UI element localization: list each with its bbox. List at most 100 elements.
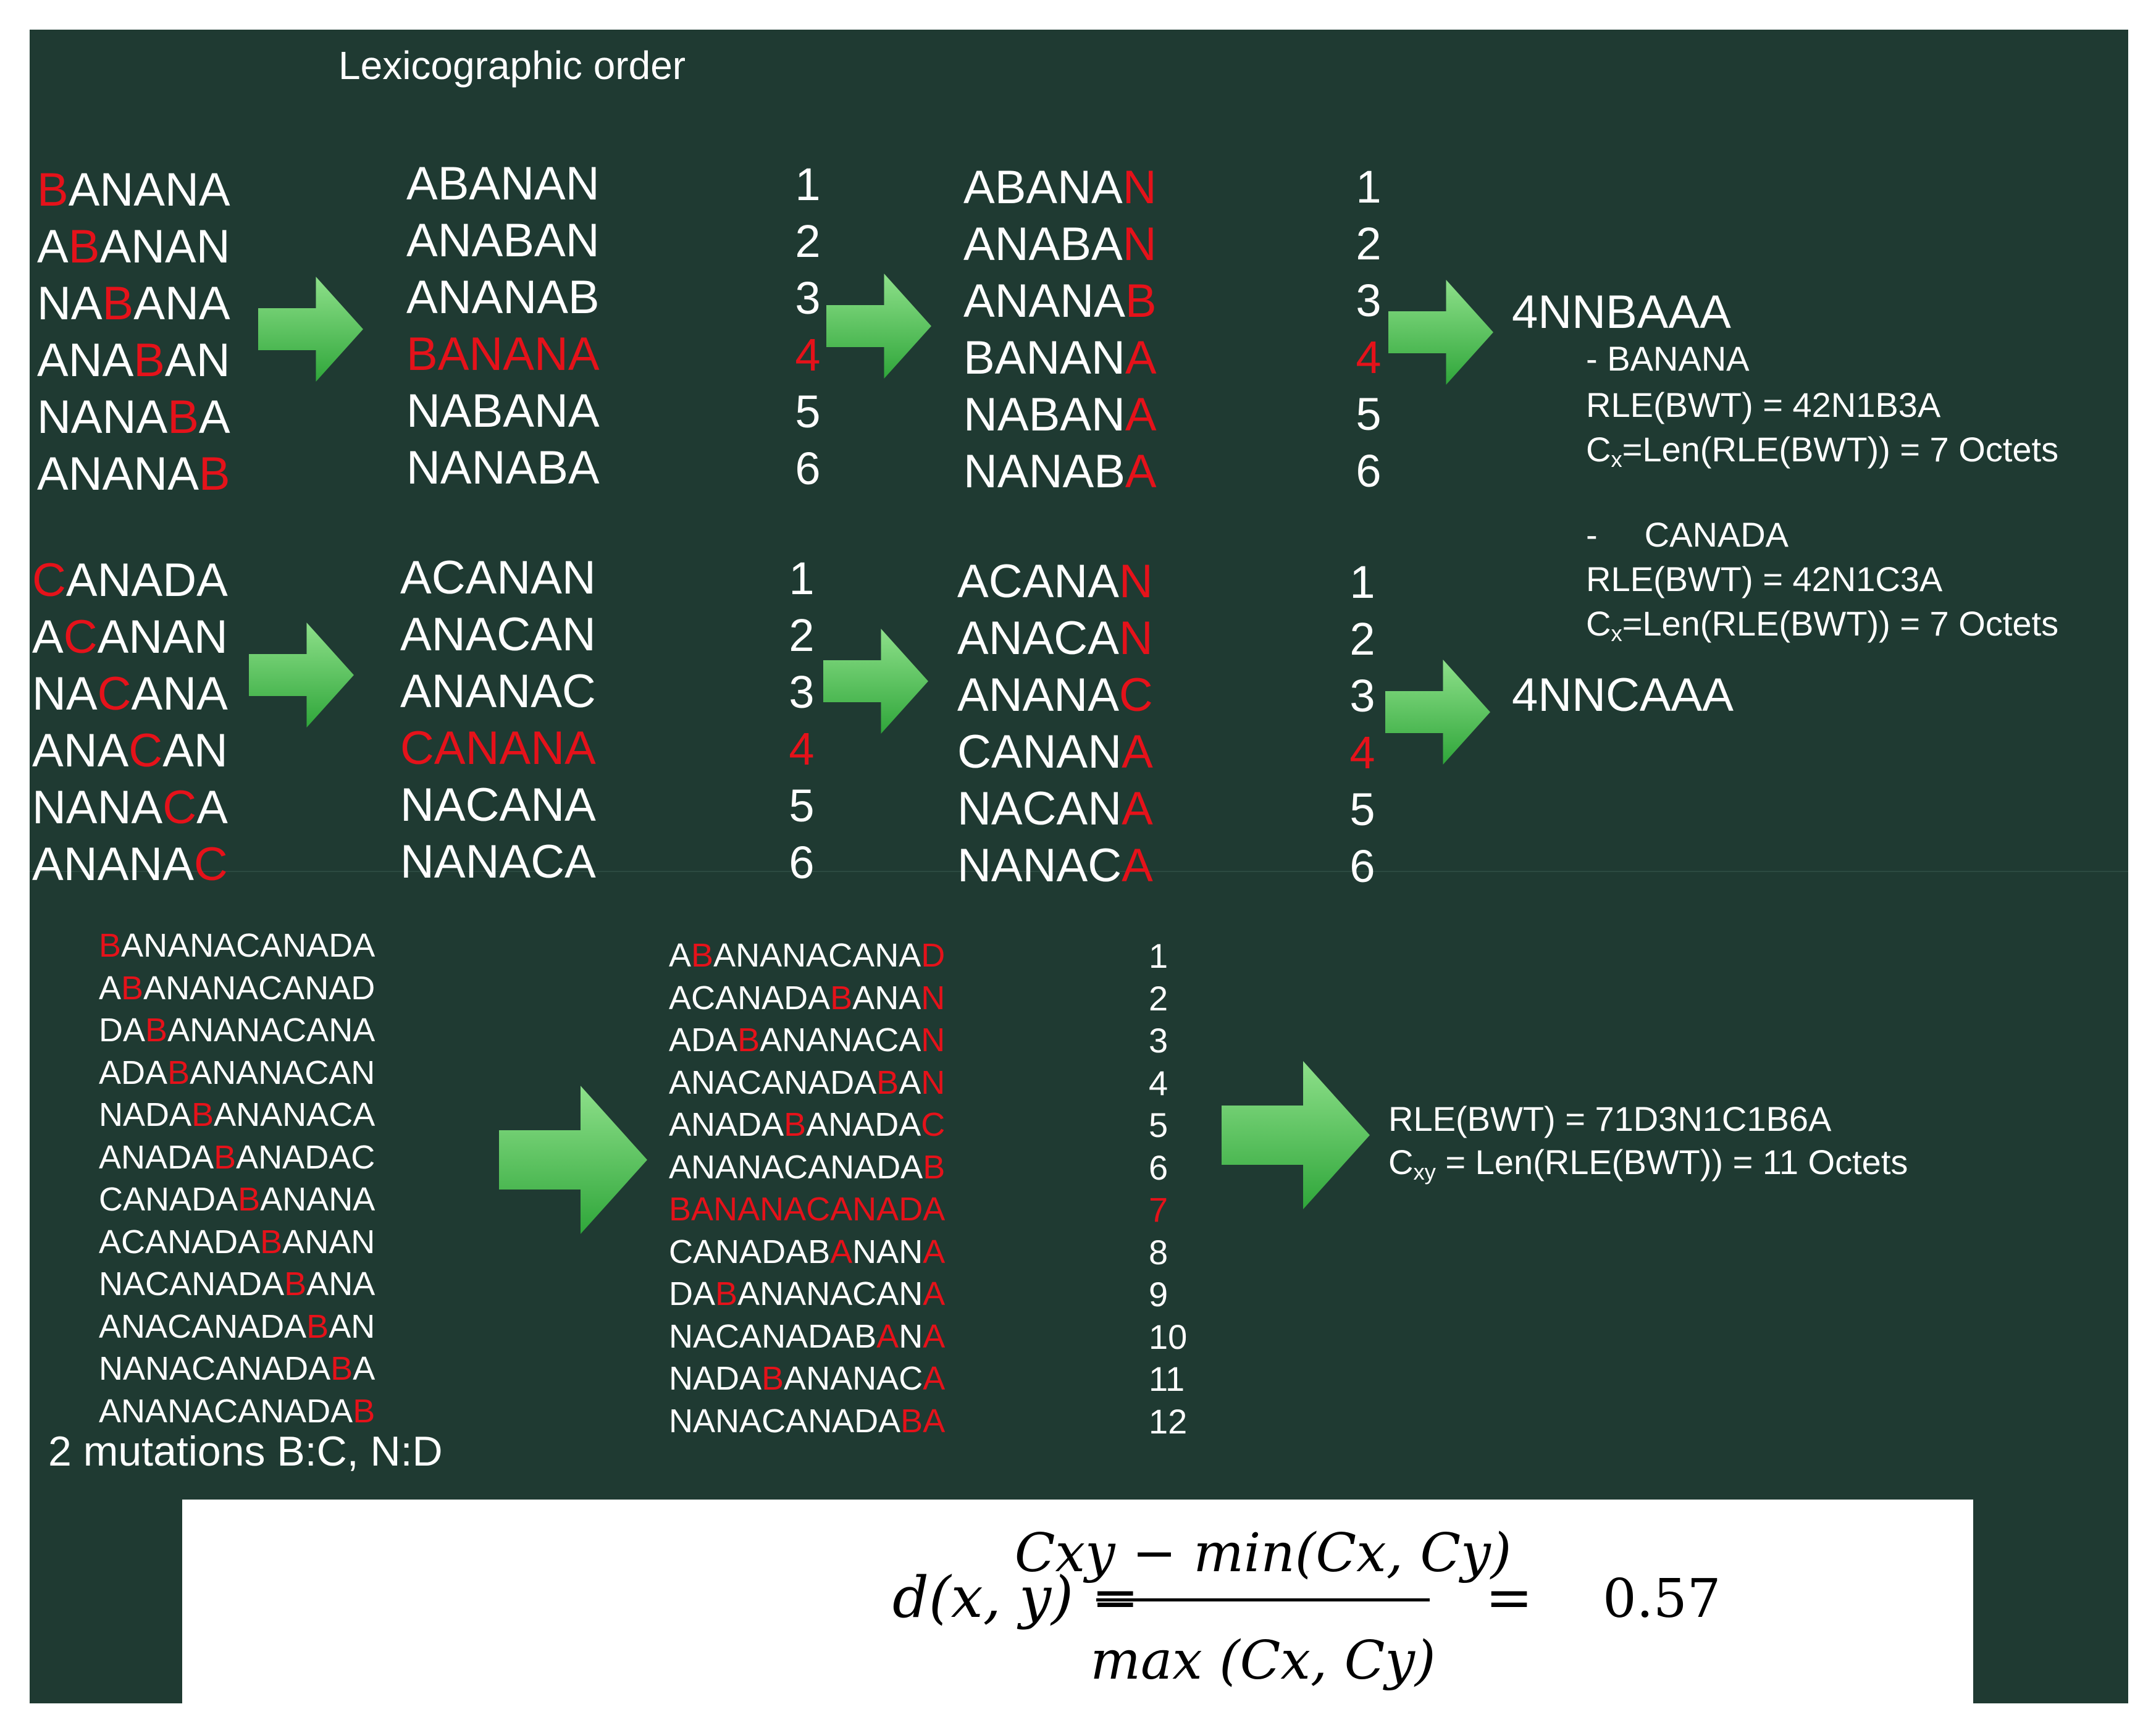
right-arrow-icon: [823, 629, 928, 734]
formula-denominator: max (Cx, Cy): [1090, 1630, 1435, 1692]
rotation-word: NANACA: [32, 781, 228, 834]
mutations-note: 2 mutations B:C, N:D: [48, 1428, 443, 1475]
row-index: 5: [1349, 784, 1375, 835]
rotation-word: ANADABANADAC: [99, 1138, 375, 1176]
row-index: 1: [795, 159, 821, 210]
bwt-word: ANADABANADAC: [669, 1106, 946, 1143]
rotation-word: ANANACANADAB: [99, 1392, 375, 1430]
sorted-word: CANANA: [400, 722, 596, 774]
rotation-word: NACANADABANA: [99, 1265, 375, 1303]
rotation-word: ABANAN: [37, 220, 230, 273]
rotation-word: CANADABANANA: [99, 1181, 375, 1218]
row-index: 3: [789, 666, 815, 718]
bwt-word: BANANACANADA: [669, 1191, 946, 1228]
rotation-word: NACANA: [32, 668, 228, 720]
right-arrow-icon: [499, 1086, 647, 1234]
right-arrow-icon: [826, 274, 931, 379]
bwt-word: NABANA: [963, 388, 1157, 441]
bwt-word: ABANAN: [963, 161, 1157, 214]
row-index: 11: [1149, 1359, 1185, 1398]
bwt-word: NANACA: [957, 839, 1153, 892]
row-index: 3: [1356, 275, 1382, 326]
right-arrow-icon: [249, 623, 354, 728]
sorted-word: ANANAC: [400, 665, 596, 718]
row-index: 6: [1149, 1148, 1168, 1187]
row-index: 3: [1349, 670, 1375, 721]
row-index: 6: [1349, 841, 1375, 892]
bwt-word: NADABANANACA: [669, 1360, 946, 1397]
sorted-word: NABANA: [406, 385, 600, 437]
bwt-word: CANANA: [957, 726, 1153, 778]
canada-bwt-result: 4NNCAAA: [1512, 669, 1734, 721]
row-index: 2: [795, 216, 821, 267]
row-index: 1: [789, 553, 815, 604]
sorted-word: ANANAB: [406, 271, 600, 324]
bwt-word: ACANADABANAN: [669, 979, 946, 1017]
sorted-word: NANABA: [406, 442, 600, 494]
row-index: 12: [1149, 1401, 1188, 1441]
right-arrow-icon: [1385, 660, 1490, 765]
row-index: 2: [1149, 978, 1168, 1018]
sorted-word: ANABAN: [406, 214, 600, 267]
rotation-word: DABANANACANA: [99, 1012, 375, 1049]
rotation-word: ACANADABANAN: [99, 1223, 375, 1261]
bwt-word: ABANANACANAD: [669, 937, 946, 974]
right-arrow-icon: [258, 277, 363, 382]
rotation-word: ANANAC: [32, 838, 228, 891]
rotation-word: NANACANADABA: [99, 1350, 375, 1387]
formula-value: 0.57: [1603, 1568, 1721, 1630]
bwt-word: NACANA: [957, 783, 1153, 835]
row-index: 4: [789, 723, 815, 774]
rotation-word: ACANAN: [32, 611, 228, 663]
bwt-word: NANABA: [963, 445, 1157, 498]
right-arrow-icon: [1388, 280, 1493, 385]
sorted-word: BANANA: [406, 328, 600, 380]
row-index: 2: [789, 610, 815, 661]
rotation-word: ADABANANACAN: [99, 1054, 375, 1091]
bwt-word: ANACAN: [957, 612, 1153, 665]
banana-rle: RLE(BWT) = 42N1B3A: [1586, 385, 1941, 424]
canada-cx: Cx=Len(RLE(BWT)) = 7 Octets: [1586, 604, 2059, 647]
bwt-word: ANABAN: [963, 218, 1157, 271]
bwt-word: ANANAC: [957, 669, 1153, 721]
diagram-title: Lexicographic order: [338, 43, 686, 88]
combined-rle: RLE(BWT) = 71D3N1C1B6A: [1388, 1099, 1832, 1138]
bwt-word: ANANAB: [963, 275, 1157, 327]
banana-label: - BANANA: [1586, 339, 1750, 378]
bwt-word: ANANACANADAB: [669, 1148, 946, 1186]
bwt-word: NANACANADABA: [669, 1402, 946, 1440]
row-index: 4: [795, 329, 821, 380]
banana-cx: Cx=Len(RLE(BWT)) = 7 Octets: [1586, 430, 2059, 472]
distance-formula-box: d(x, y) = Cxy − min(Cx, Cy) max (Cx, Cy)…: [182, 1500, 1973, 1703]
rotation-word: ANACAN: [32, 724, 228, 777]
row-index: 4: [1356, 332, 1382, 383]
banana-bwt-result: 4NNBAAA: [1512, 286, 1731, 338]
canada-label: -CANADA: [1586, 515, 1789, 554]
bwt-word: ADABANANACAN: [669, 1022, 946, 1059]
row-index: 8: [1149, 1232, 1168, 1272]
bwt-word: BANANA: [963, 332, 1157, 384]
arrows-layer: [249, 274, 1493, 1234]
bwt-word: ANACANADABAN: [669, 1064, 946, 1101]
row-index: 5: [1149, 1106, 1168, 1144]
row-index: 6: [789, 837, 815, 888]
row-index: 2: [1356, 218, 1382, 269]
row-index: 4: [1349, 727, 1375, 778]
rotation-word: NANABA: [37, 391, 230, 443]
rotation-word: ANANAB: [37, 448, 230, 500]
right-arrow-icon: [1222, 1061, 1370, 1209]
bwt-word: ACANAN: [957, 555, 1153, 608]
row-index: 7: [1149, 1190, 1168, 1229]
rotation-word: BANANACANADA: [99, 927, 375, 964]
sorted-word: ABANAN: [406, 157, 600, 210]
row-index: 10: [1149, 1317, 1188, 1356]
rotation-word: ANACANADABAN: [99, 1307, 375, 1345]
rotation-word: ABANANACANAD: [99, 969, 375, 1007]
bwt-word: CANADABANANA: [669, 1233, 946, 1270]
row-index: 6: [795, 443, 821, 494]
bwt-word: DABANANACANA: [669, 1275, 946, 1312]
formula-equals: =: [1485, 1564, 1533, 1630]
canada-rle: RLE(BWT) = 42N1C3A: [1586, 560, 1943, 598]
formula-lhs: d(x, y) =: [892, 1564, 1139, 1630]
sorted-word: NACANA: [400, 779, 596, 831]
